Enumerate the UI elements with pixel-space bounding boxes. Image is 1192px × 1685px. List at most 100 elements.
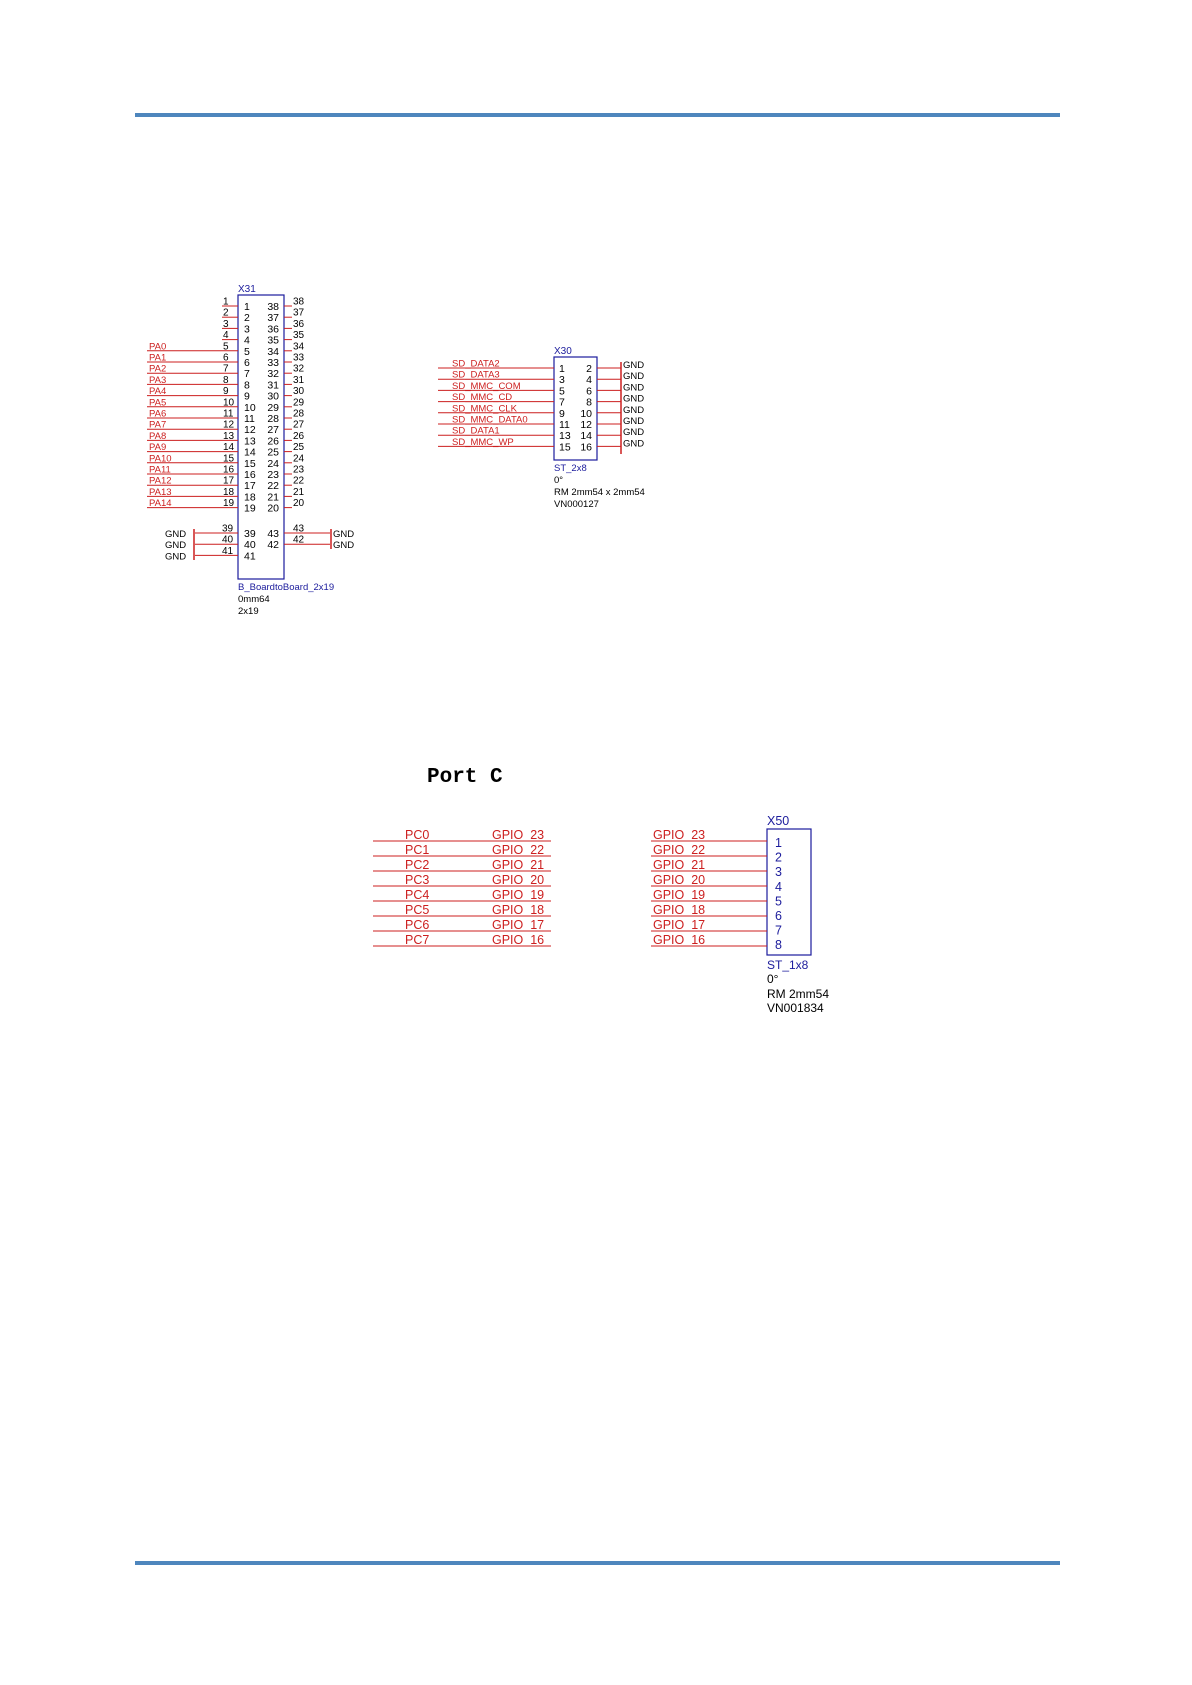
x31-outer-pin-right: 31: [293, 375, 305, 386]
portc-pc-label: PC6: [405, 918, 429, 932]
bottom-rule: [135, 1561, 1060, 1565]
x50-net: GPIO_21: [653, 858, 705, 872]
x31-size: 2x19: [238, 606, 259, 617]
x31-inner-pin-bottom-right: 42: [267, 539, 279, 551]
x31-outer-pin-left: 6: [223, 353, 229, 364]
x50-pitch: RM 2mm54: [767, 987, 829, 1001]
x30-net: SD_MMC_CLK: [452, 403, 518, 414]
x50-pin: 8: [775, 938, 782, 952]
x31-outer-pin-right: 24: [293, 453, 305, 464]
x31-inner-pin-right: 21: [267, 491, 279, 503]
x31-outer-pin-right: 38: [293, 297, 305, 308]
x31-outer-pin-right: 37: [293, 308, 305, 319]
x31-inner-pin-bottom-left: 39: [244, 528, 256, 540]
x31-outer-pin-right: 27: [293, 420, 305, 431]
x31-inner-pin-right: 31: [267, 379, 279, 391]
x31-gnd-label-left: GND: [165, 551, 186, 562]
x31-inner-pin-left: 10: [244, 402, 256, 414]
x50-net: GPIO_19: [653, 888, 705, 902]
x31-inner-pin-right: 35: [267, 335, 279, 347]
x31-outer-pin-bottom-right: 42: [293, 535, 305, 546]
x31-inner-pin-right: 38: [267, 301, 279, 313]
x31-inner-pin-left: 3: [244, 323, 250, 335]
x31-outer-pin-right: 26: [293, 431, 305, 442]
x50-value: 0°: [767, 972, 779, 986]
x30-pin-right: 6: [586, 385, 592, 397]
portc-gpio-label: GPIO_16: [492, 933, 544, 947]
x31-outer-pin-left: 10: [223, 397, 235, 408]
portc-gpio-label: GPIO_19: [492, 888, 544, 902]
x31-outer-pin-left: 8: [223, 375, 229, 386]
x50-pin: 7: [775, 924, 782, 938]
x31-gnd-label-left: GND: [165, 529, 186, 540]
x31-outer-pin-left: 9: [223, 386, 229, 397]
x31-outer-pin-left: 14: [223, 442, 235, 453]
x30-pin-left: 15: [559, 441, 571, 453]
x30-part: ST_2x8: [554, 463, 587, 474]
x30-pin-left: 9: [559, 408, 565, 420]
x31-inner-pin-left: 16: [244, 469, 256, 481]
portc-gpio-label: GPIO_22: [492, 843, 544, 857]
x31-inner-pin-left: 11: [244, 413, 255, 425]
x30-pitch: RM 2mm54 x 2mm54: [554, 487, 645, 498]
x31-inner-pin-left: 8: [244, 379, 250, 391]
x31-outer-pin-right: 21: [293, 487, 305, 498]
x31-inner-pin-right: 26: [267, 435, 279, 447]
x50-pin: 3: [775, 865, 782, 879]
x30-pin-right: 4: [586, 374, 592, 386]
portc-gpio-label: GPIO_23: [492, 828, 544, 842]
x31-inner-pin-left: 5: [244, 346, 250, 358]
x30-gnd-label: GND: [623, 360, 644, 371]
x31-inner-pin-left: 6: [244, 357, 250, 369]
x31-outer-pin-left: 13: [223, 431, 235, 442]
x31-net-left: PA7: [149, 420, 166, 431]
x50-pin: 5: [775, 894, 782, 908]
x31-outer-pin-left: 3: [223, 319, 229, 330]
x31-net-left: PA6: [149, 409, 166, 420]
portc-pc-label: PC3: [405, 873, 429, 887]
x31-outer-pin-right: 32: [293, 364, 305, 375]
x31-outer-pin-right: 33: [293, 353, 305, 364]
x30-net: SD_DATA2: [452, 359, 500, 370]
x31-inner-pin-left: 12: [244, 424, 256, 436]
x30-gnd-label: GND: [623, 394, 644, 405]
x50-net: GPIO_16: [653, 933, 705, 947]
x31-outer-pin-left: 15: [223, 453, 235, 464]
portc-pc-label: PC1: [405, 843, 429, 857]
x30-net: SD_MMC_DATA0: [452, 415, 528, 426]
x31-net-left: PA10: [149, 453, 172, 464]
x30-pin-left: 11: [559, 419, 570, 431]
x30-pin-left: 7: [559, 397, 565, 409]
x31-value: 0mm64: [238, 594, 270, 605]
x50-net: GPIO_22: [653, 843, 705, 857]
x31-outer-pin-left: 7: [223, 364, 229, 375]
x30-pin-right: 10: [580, 408, 592, 420]
top-rule: [135, 113, 1060, 117]
x31-outer-pin-right: 34: [293, 341, 305, 352]
x50-vn: VN001834: [767, 1001, 824, 1015]
x31-outer-pin-left: 1: [223, 297, 229, 308]
x30-pin-left: 3: [559, 374, 565, 386]
x30-pin-right: 12: [580, 419, 592, 431]
x31-gnd-label-left: GND: [165, 540, 186, 551]
x30-gnd-label: GND: [623, 438, 644, 449]
x50-part: ST_1x8: [767, 958, 809, 972]
x31-inner-pin-right: 37: [267, 312, 279, 324]
x31-inner-pin-right: 28: [267, 413, 279, 425]
x30-pin-right: 14: [580, 430, 592, 442]
x30-value: 0°: [554, 475, 563, 486]
x31-inner-pin-left: 2: [244, 312, 250, 324]
port-c-title: Port C: [427, 766, 503, 789]
x31-part: B_BoardtoBoard_2x19: [238, 582, 334, 593]
x31-inner-pin-left: 15: [244, 458, 256, 470]
x31-gnd-label-right: GND: [333, 540, 354, 551]
portc-gpio-label: GPIO_17: [492, 918, 544, 932]
x50-ref: X50: [767, 814, 789, 828]
portc-pc-label: PC5: [405, 903, 429, 917]
x31-inner-pin-left: 13: [244, 435, 256, 447]
x31-inner-pin-right: 33: [267, 357, 279, 369]
x30-pin-right: 8: [586, 397, 592, 409]
